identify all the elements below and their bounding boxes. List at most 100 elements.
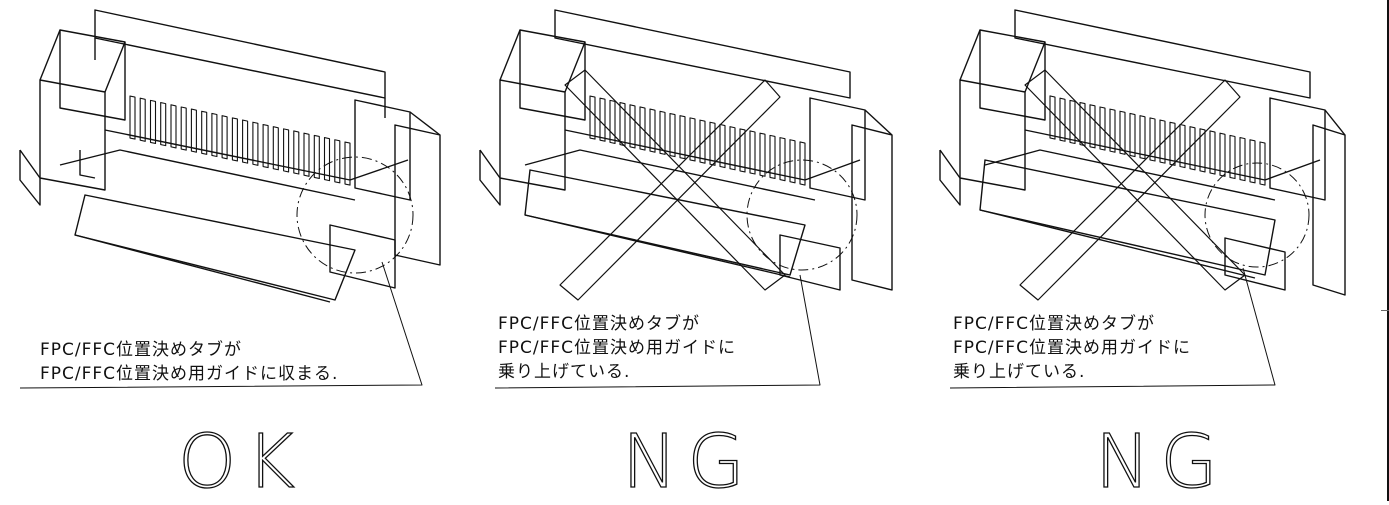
terminal-pin [252, 121, 259, 166]
terminal-pins [129, 95, 351, 186]
verdict-ok: OK [177, 419, 305, 505]
terminal-pin [799, 141, 806, 186]
terminal-pin [272, 126, 279, 171]
back-wall [94, 9, 386, 99]
note-line: FPC/FFC位置決め用ガイドに [498, 338, 737, 358]
note-ok: FPC/FFC位置決めタブが FPC/FFC位置決め用ガイドに収まる. [40, 338, 338, 386]
terminal-pin [749, 130, 756, 175]
leader-line [494, 274, 821, 389]
right-housing [1269, 97, 1326, 201]
connector-drawing-ok [19, 9, 441, 389]
note-ng-2: FPC/FFC位置決めタブが FPC/FFC位置決め用ガイドに 乗り上げている. [953, 312, 1191, 384]
terminal-pin [1049, 95, 1056, 140]
terminal-pin [231, 117, 238, 162]
terminal-pin [759, 132, 766, 177]
terminal-pin [160, 101, 167, 147]
note-line: FPC/FFC位置決めタブが [498, 314, 701, 334]
page-border-right [1387, 0, 1389, 501]
page-border-tick [1381, 310, 1389, 311]
left-housing [519, 29, 586, 121]
connector-drawing-ng-2 [939, 9, 1346, 389]
terminal-pin [283, 128, 290, 173]
terminal-pin [719, 123, 726, 169]
terminal-pin [1179, 123, 1186, 169]
terminal-pin [1109, 108, 1116, 153]
terminal-pin [201, 110, 208, 155]
connector-drawing-ng-1 [479, 9, 893, 389]
right-housing-side [394, 124, 441, 266]
note-line: 乗り上げている. [498, 362, 631, 382]
terminal-pin [323, 137, 331, 182]
terminal-pin [334, 139, 341, 184]
back-wall [1014, 9, 1311, 99]
terminal-pin [1259, 141, 1266, 186]
terminal-pin [344, 141, 351, 186]
terminal-pin [293, 130, 300, 175]
panel-ng-1: FPC/FFC位置決めタブが FPC/FFC位置決め用ガイドに 乗り上げている.… [460, 0, 925, 501]
terminal-pin [211, 112, 218, 158]
left-housing [979, 29, 1046, 121]
terminal-pin [1139, 115, 1146, 160]
terminal-pin [1169, 121, 1176, 166]
right-guide [1224, 237, 1286, 291]
terminal-pin [170, 104, 177, 149]
note-line: FPC/FFC位置決めタブが [953, 314, 1156, 334]
terminal-pin [789, 139, 796, 184]
terminal-pin [629, 104, 636, 149]
fpc-film [74, 194, 356, 301]
note-ng-1: FPC/FFC位置決めタブが FPC/FFC位置決め用ガイドに 乗り上げている. [498, 312, 736, 384]
terminal-pin [242, 119, 249, 164]
panel-ng-2: FPC/FFC位置決めタブが FPC/FFC位置決め用ガイドに 乗り上げている.… [925, 0, 1365, 501]
right-housing-side [1312, 124, 1346, 296]
terminal-pin [1059, 97, 1066, 142]
terminal-pin [589, 95, 596, 140]
note-line: FPC/FFC位置決め用ガイドに収まる. [40, 364, 339, 384]
terminal-pin [669, 112, 676, 158]
note-line: FPC/FFC位置決め用ガイドに [953, 338, 1192, 358]
detail-circle [1204, 162, 1310, 268]
terminal-pin [313, 134, 320, 180]
fpc-film [979, 159, 1276, 276]
terminal-pin [1189, 126, 1196, 171]
note-line: 乗り上げている. [953, 362, 1086, 382]
verdict-ng-2: NG [1094, 419, 1228, 505]
terminal-pin [689, 117, 696, 162]
terminal-pin [1069, 99, 1076, 145]
back-wall [554, 9, 851, 99]
terminal-pin [599, 97, 606, 142]
right-housing [354, 99, 411, 201]
terminal-pin [303, 132, 310, 177]
detail-circle [746, 159, 858, 271]
right-housing-side [851, 124, 893, 291]
terminal-pin [619, 102, 626, 147]
terminal-pin [1099, 106, 1106, 151]
right-guide [329, 224, 396, 289]
right-housing [809, 97, 866, 201]
terminal-pin [1079, 101, 1086, 147]
terminal-pin [1249, 139, 1256, 184]
terminal-pin [1209, 130, 1216, 175]
terminal-pin [769, 134, 776, 180]
terminal-pin [180, 106, 187, 151]
terminal-pin [1129, 112, 1136, 158]
left-housing [59, 29, 126, 121]
terminal-pins [589, 95, 806, 186]
terminal-pin [779, 137, 786, 182]
terminal-pin [129, 95, 136, 140]
terminal-pin [739, 128, 746, 173]
terminal-pin [139, 97, 146, 142]
terminal-pin [149, 99, 157, 145]
left-housing-front [959, 79, 1026, 191]
leader-line [19, 261, 423, 389]
terminal-pin [262, 123, 269, 169]
terminal-pin [649, 108, 656, 153]
ng-cross-mark [1019, 69, 1246, 301]
terminal-pin [1219, 132, 1226, 177]
terminal-pin [1199, 128, 1206, 173]
leader-line [949, 267, 1276, 389]
ng-cross-mark [559, 69, 786, 301]
terminal-pin [1239, 136, 1246, 182]
panel-ok: FPC/FFC位置決めタブが FPC/FFC位置決め用ガイドに収まる. OK [0, 0, 460, 501]
note-line: FPC/FFC位置決めタブが [40, 340, 243, 360]
